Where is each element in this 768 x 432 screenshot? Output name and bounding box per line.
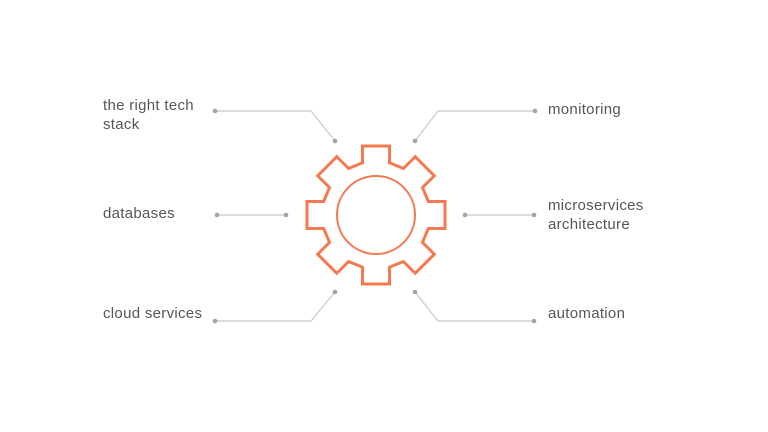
connector-dot bbox=[283, 212, 289, 218]
connector-dot bbox=[462, 212, 468, 218]
label-cloud-services: cloud services bbox=[103, 305, 203, 322]
connector-line-top-right bbox=[414, 110, 535, 142]
label-databases: databases bbox=[103, 205, 175, 222]
gear-outline bbox=[305, 144, 447, 286]
connector-line-bottom-right bbox=[414, 291, 534, 322]
label-automation: automation bbox=[548, 305, 626, 322]
connector-dot bbox=[412, 138, 418, 144]
connector-dot bbox=[332, 138, 338, 144]
connector-line-top-left bbox=[215, 110, 336, 142]
connector-dot bbox=[212, 318, 218, 324]
connector-dot bbox=[332, 289, 338, 295]
label-monitoring: monitoring bbox=[548, 101, 622, 118]
connector-dot bbox=[212, 108, 218, 114]
label-the-right-tech-stack: the right tech stack bbox=[103, 97, 194, 133]
gear-inner-circle bbox=[336, 175, 416, 255]
connector-dot bbox=[214, 212, 220, 218]
connector-dot bbox=[531, 212, 537, 218]
connector-dot bbox=[531, 318, 537, 324]
connector-line-bottom-left bbox=[215, 291, 336, 322]
connector-dot bbox=[532, 108, 538, 114]
label-microservices-architecture: microservices architecture bbox=[548, 197, 644, 233]
gear-icon bbox=[305, 144, 447, 286]
connector-dot bbox=[412, 289, 418, 295]
